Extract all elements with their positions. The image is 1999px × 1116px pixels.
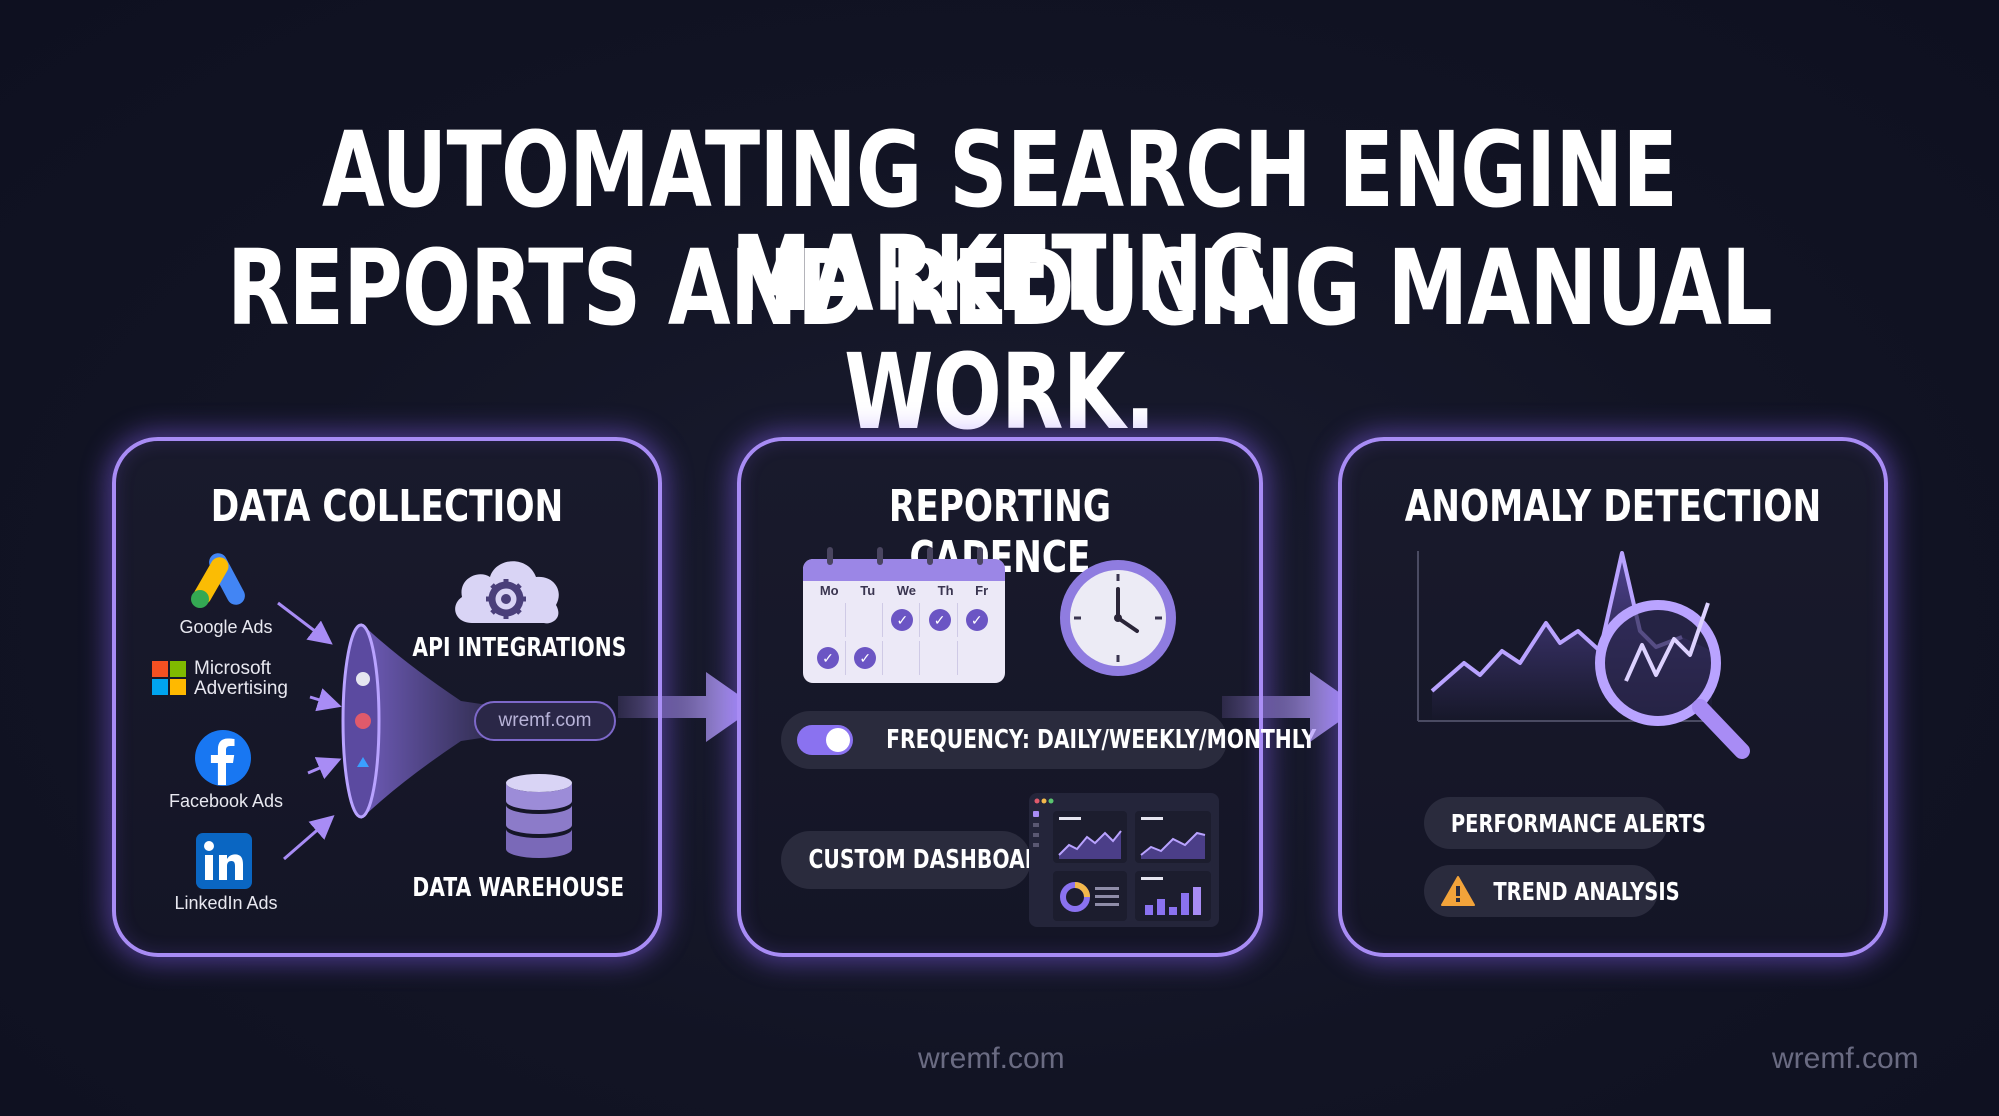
linkedin-icon [196, 833, 252, 889]
google-ads-label: Google Ads [179, 617, 273, 637]
page-title-line-2: REPORTS AND REDUCING MANUAL WORK. [226, 227, 1773, 453]
calendar-icon: Mo Tu We Th Fr ✓ ✓ ✓ ✓ ✓ [803, 559, 1005, 683]
frequency-label: FREQUENCY: DAILY/WEEKLY/MONTHLY [886, 725, 1317, 755]
calendar-day-0: Mo [819, 583, 839, 598]
trend-analysis-label: TREND ANALYSIS [1493, 877, 1680, 906]
frequency-toggle[interactable] [797, 725, 853, 755]
reporting-cadence-panel: REPORTING CADENCE Mo Tu We Th Fr ✓ ✓ ✓ ✓ ✓ FREQU… [737, 437, 1317, 957]
frequency-pill[interactable]: FREQUENCY: DAILY/WEEKLY/MONTHLY [781, 711, 1317, 769]
clock-icon [1060, 560, 1176, 676]
data-collection-panel: DATA COLLECTION Google Ads Microsoft Adv… [112, 437, 662, 957]
calendar-day-4: Fr [975, 583, 989, 598]
microsoft-label-line-2: Advertising [194, 678, 288, 699]
facebook-icon [195, 730, 251, 786]
calendar-cell [811, 641, 846, 675]
calendar-day-3: Th [937, 583, 954, 598]
flow-arrow-1 [618, 672, 756, 742]
database-icon [506, 774, 572, 858]
data-collection-title: DATA COLLECTION [210, 481, 564, 532]
anomaly-chart-icon [1417, 551, 1750, 759]
check-icon: ✓ [928, 609, 951, 631]
calendar-cell [960, 641, 994, 675]
calendar-day-2: We [896, 583, 917, 598]
calendar-day-1: Tu [860, 583, 876, 598]
calendar-cell [885, 641, 921, 675]
calendar-cell [848, 641, 884, 675]
linkedin-ads-label: LinkedIn Ads [174, 893, 278, 913]
microsoft-advertising-icon [152, 661, 186, 695]
calendar-cell [923, 603, 958, 637]
custom-dashboards-pill[interactable]: CUSTOM DASHBOARDS [781, 831, 1072, 889]
funnel-icon [341, 623, 501, 819]
performance-alerts-pill[interactable]: PERFORMANCE ALERTS [1424, 797, 1706, 849]
performance-alerts-label: PERFORMANCE ALERTS [1450, 809, 1706, 838]
calendar-cell [885, 603, 921, 637]
calendar-rings [827, 547, 983, 565]
cloud-gear-icon [455, 561, 559, 624]
facebook-ads-label: Facebook Ads [168, 791, 284, 811]
warning-icon [1441, 876, 1475, 906]
check-icon: ✓ [817, 647, 839, 669]
anomaly-detection-title: ANOMALY DETECTION [1404, 481, 1822, 532]
page-title-line-1: AUTOMATING SEARCH ENGINE MARKETING [321, 109, 1678, 335]
flow-arrow-2 [1222, 672, 1360, 742]
microsoft-advertising-label: Microsoft Advertising [194, 659, 288, 699]
calendar-cell [811, 603, 846, 637]
check-icon: ✓ [891, 609, 914, 631]
check-icon: ✓ [965, 609, 988, 631]
dashboard-mockup [1029, 793, 1219, 927]
custom-dashboards-label: CUSTOM DASHBOARDS [808, 845, 1072, 875]
source-arrows [277, 601, 342, 861]
calendar-cell [848, 603, 884, 637]
check-icon: ✓ [854, 647, 877, 669]
google-ads-icon [191, 553, 245, 608]
reporting-cadence-title: REPORTING CADENCE [888, 481, 1112, 583]
data-warehouse-label: DATA WAREHOUSE [412, 873, 625, 903]
url-pill: wremf.com [474, 701, 616, 741]
microsoft-label-line-1: Microsoft [194, 658, 272, 679]
watermark-right: wremf.com [1772, 1042, 1919, 1075]
trend-analysis-pill[interactable]: TREND ANALYSIS [1424, 865, 1680, 917]
calendar-cell [923, 641, 958, 675]
watermark-center: wremf.com [918, 1042, 1065, 1075]
anomaly-detection-panel: ANOMALY DETECTION PERFORMANCE ALERTS TRE… [1338, 437, 1888, 957]
api-integrations-label: API INTEGRATIONS [412, 633, 627, 663]
calendar-days-row: Mo Tu We Th Fr [803, 581, 1005, 600]
